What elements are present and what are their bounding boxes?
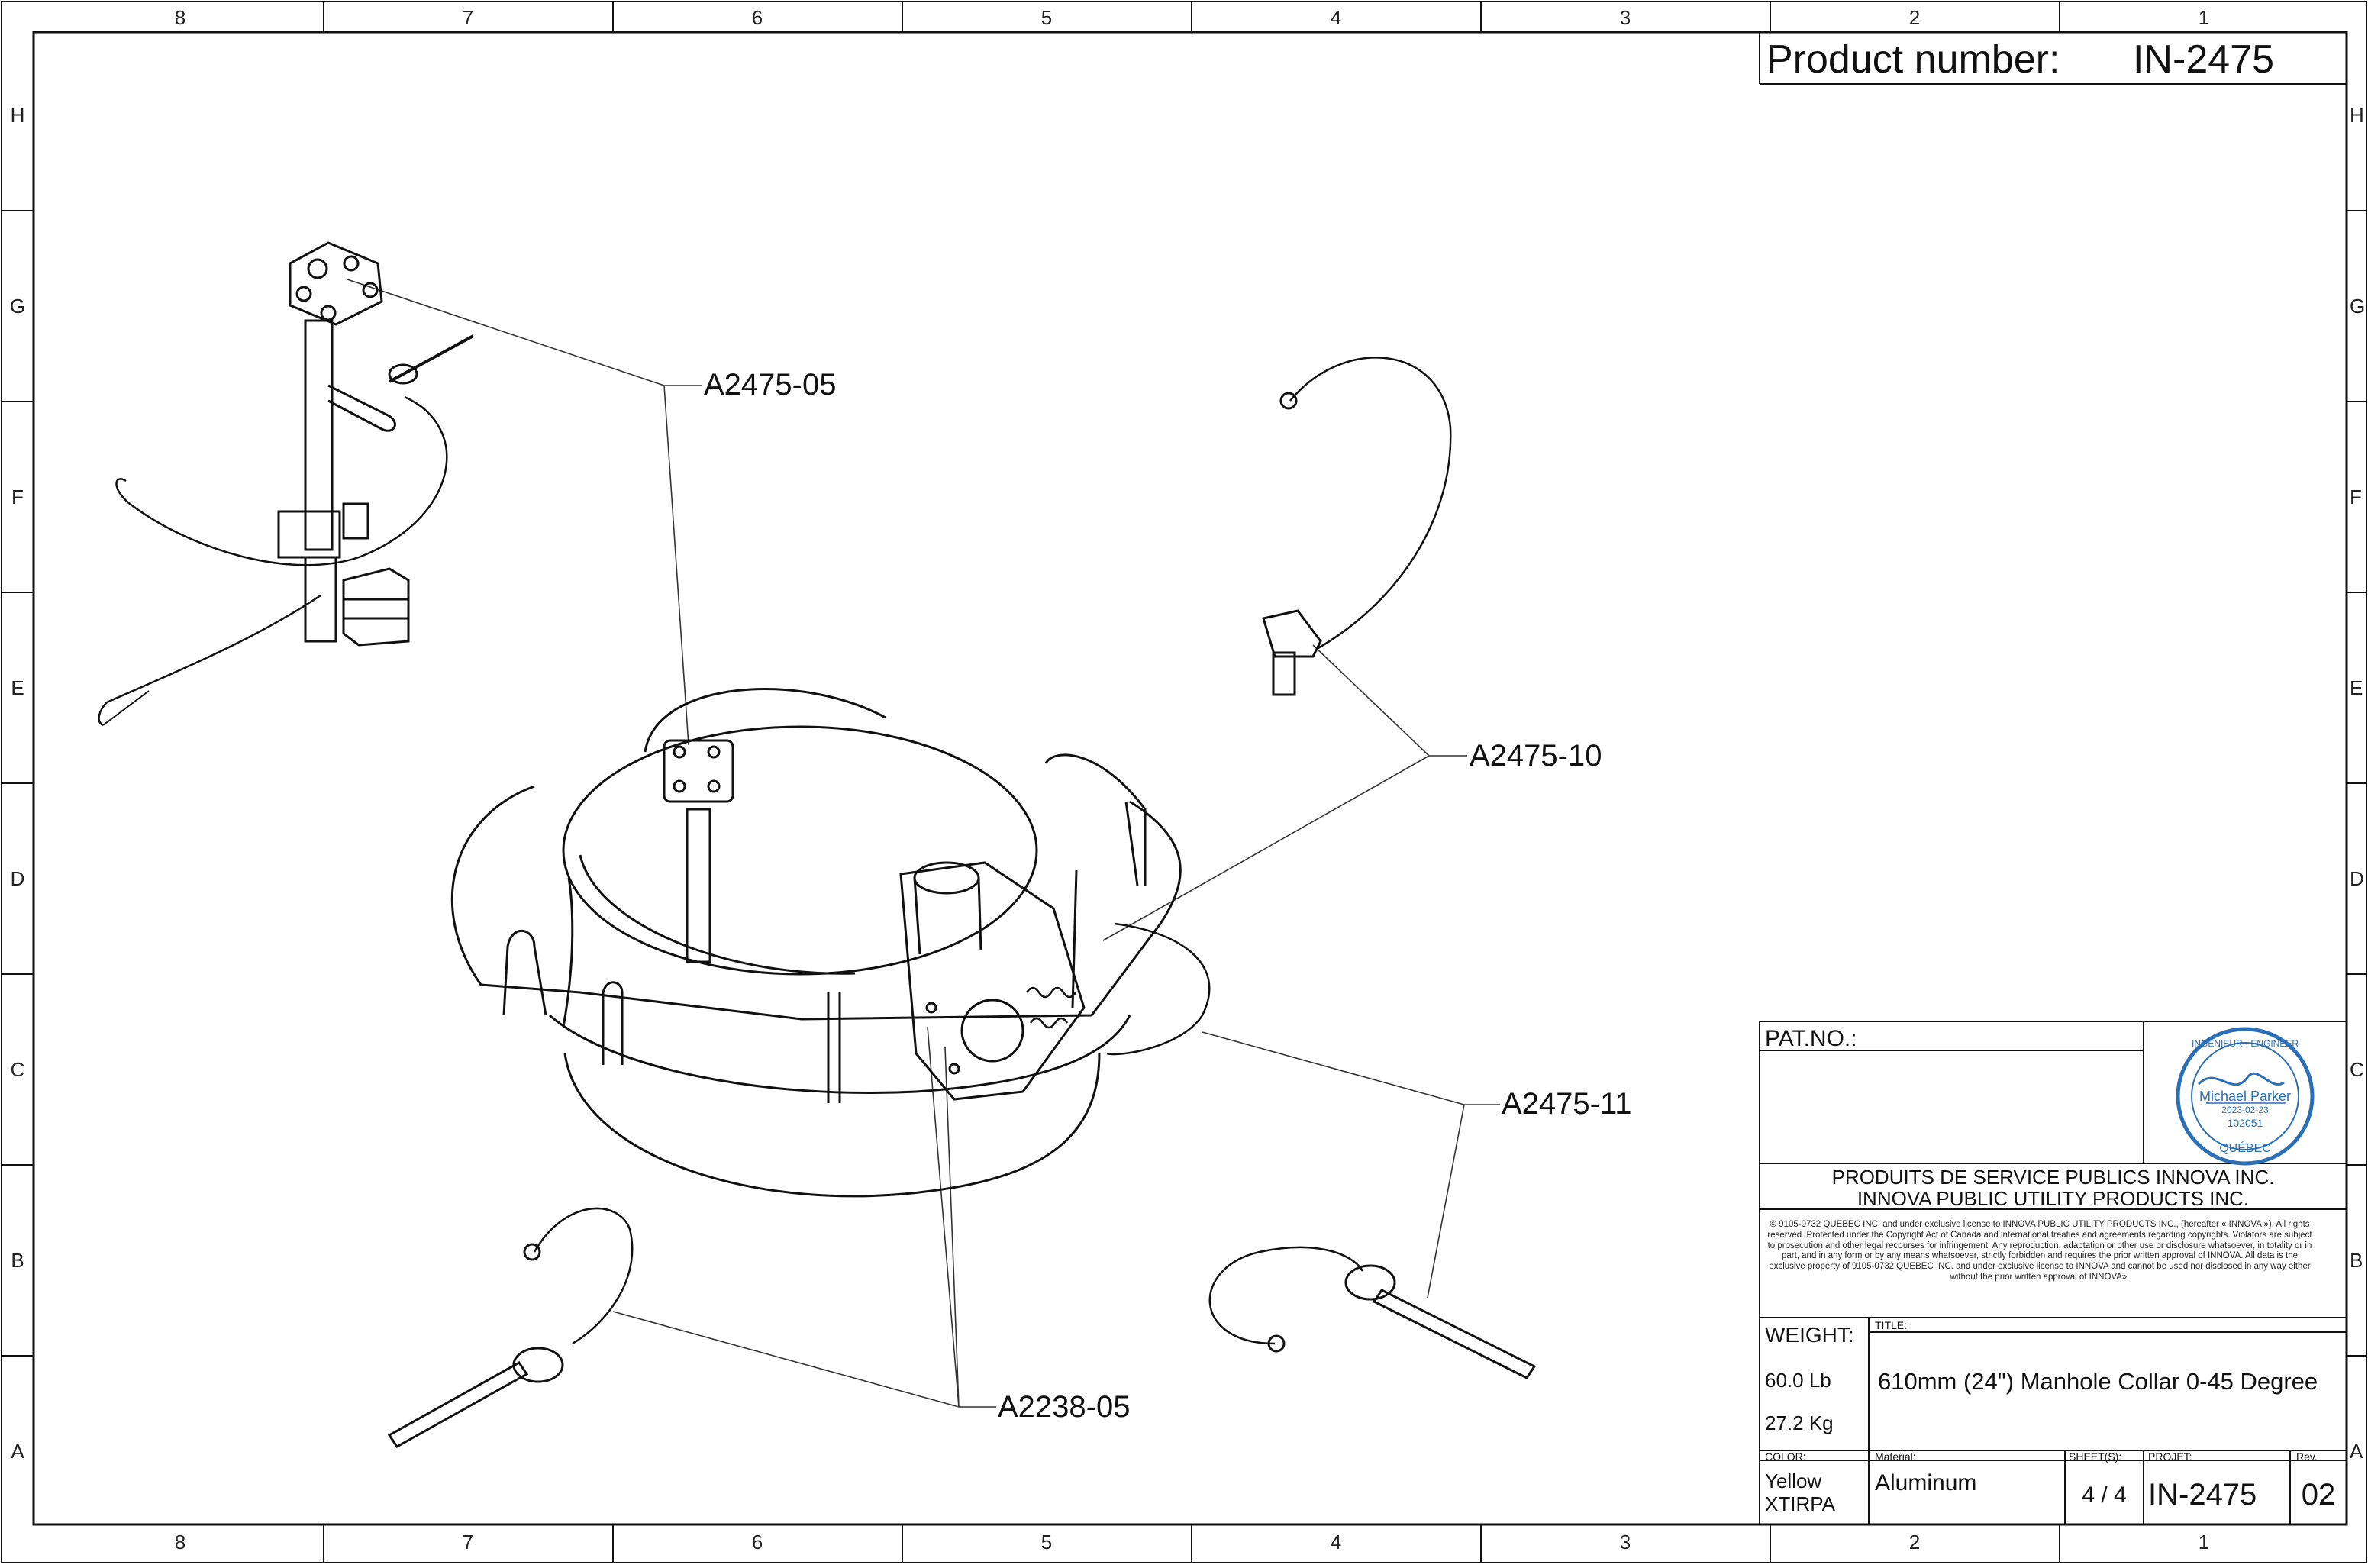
project-label: PROJET: [2148,1450,2192,1463]
callout-a2475-11: A2475-11 [1502,1087,1632,1121]
zone-row-b-left: B [11,1249,24,1272]
product-number-box [1759,32,2347,85]
zone-row-b-right: B [2350,1249,2363,1272]
product-number-label: Product number: [1766,37,2060,82]
stamp-bottom-text: QUÉBEC [2219,1142,2271,1155]
pat-no-label: PAT.NO.: [1765,1026,1857,1051]
zone-row-c-left: C [10,1058,25,1081]
zone-col-4-top: 4 [1330,6,1342,29]
sheets-value: 4 / 4 [2082,1483,2127,1508]
callout-a2475-10: A2475-10 [1470,739,1602,773]
copyright-notice: © 9105-0732 QUEBEC INC. and under exclus… [1767,1220,2312,1282]
material-value: Aluminum [1875,1470,1977,1495]
color-value-2: XTIRPA [1765,1492,1835,1515]
callout-a2238-05: A2238-05 [998,1390,1131,1424]
inner-frame [32,31,2348,1526]
leader-lines [347,279,1500,1408]
title-block-grid [1759,1021,2347,1525]
title-label: TITLE: [1875,1319,1908,1331]
lanyard-pin-left [387,1207,634,1448]
color-value-1: Yellow [1765,1470,1822,1492]
material-label: Material: [1875,1450,1916,1463]
product-number-value: IN-2475 [2133,37,2274,82]
rev-value: 02 [2301,1478,2336,1512]
weight-lb: 60.0 Lb [1765,1369,1831,1392]
zone-col-7-bottom: 7 [462,1531,474,1553]
zone-row-g-left: G [9,295,26,318]
stamp-date: 2023-02-23 [2221,1105,2269,1115]
zone-row-d-left: D [10,867,25,890]
zone-col-7-top: 7 [462,6,474,29]
zone-row-e-right: E [2350,676,2363,699]
weight-kg: 27.2 Kg [1765,1412,1834,1434]
zone-row-a-left: A [11,1440,24,1463]
knob-pin-subassembly [1262,357,1452,696]
stamp-number: 102051 [2227,1117,2263,1129]
stamp-top-text: INGÉNIEUR · ENGINEER [2192,1038,2299,1049]
manhole-collar-assembly [450,688,1211,1198]
company-name-en: INNOVA PUBLIC UTILITY PRODUCTS INC. [1857,1187,2250,1210]
zone-col-5-top: 5 [1040,6,1053,29]
zone-col-6-bottom: 6 [751,1531,763,1553]
zone-col-3-top: 3 [1619,6,1631,29]
zone-row-f-left: F [11,486,24,508]
zone-col-1-top: 1 [2198,6,2210,29]
drawing-title: 610mm (24") Manhole Collar 0-45 Degree [1878,1368,2318,1395]
color-label: COLOR: [1765,1450,1806,1463]
zone-row-d-right: D [2350,867,2364,890]
zone-col-4-bottom: 4 [1330,1531,1342,1553]
sheets-label: SHEET(S): [2069,1450,2122,1463]
zone-row-e-left: E [11,676,24,699]
zone-col-8-top: 8 [174,6,186,29]
zone-row-c-right: C [2350,1058,2364,1081]
lanyard-pin-right [1208,1246,1537,1379]
zone-col-1-bottom: 1 [2198,1531,2210,1553]
zone-row-g-right: G [2350,295,2366,318]
zone-col-2-bottom: 2 [1908,1531,1921,1553]
project-value: IN-2475 [2148,1478,2257,1512]
zone-col-2-top: 2 [1908,6,1921,29]
rev-label: Rev. [2296,1450,2318,1463]
clamp-post-subassembly [98,241,474,727]
zone-row-h-left: H [10,104,25,127]
callout-a2475-05: A2475-05 [704,368,837,402]
company-name-fr: PRODUITS DE SERVICE PUBLICS INNOVA INC. [1831,1166,2275,1189]
zone-row-a-right: A [2350,1440,2363,1463]
zone-row-h-right: H [2350,104,2364,127]
zone-col-6-top: 6 [751,6,763,29]
engineer-stamp [2176,1027,2315,1166]
stamp-engineer-name: Michael Parker [2199,1089,2292,1104]
zone-row-f-right: F [2350,486,2362,508]
weight-label: WEIGHT: [1765,1323,1854,1347]
zone-col-8-bottom: 8 [174,1531,186,1553]
zone-col-3-bottom: 3 [1619,1531,1631,1553]
zone-col-5-bottom: 5 [1040,1531,1053,1553]
